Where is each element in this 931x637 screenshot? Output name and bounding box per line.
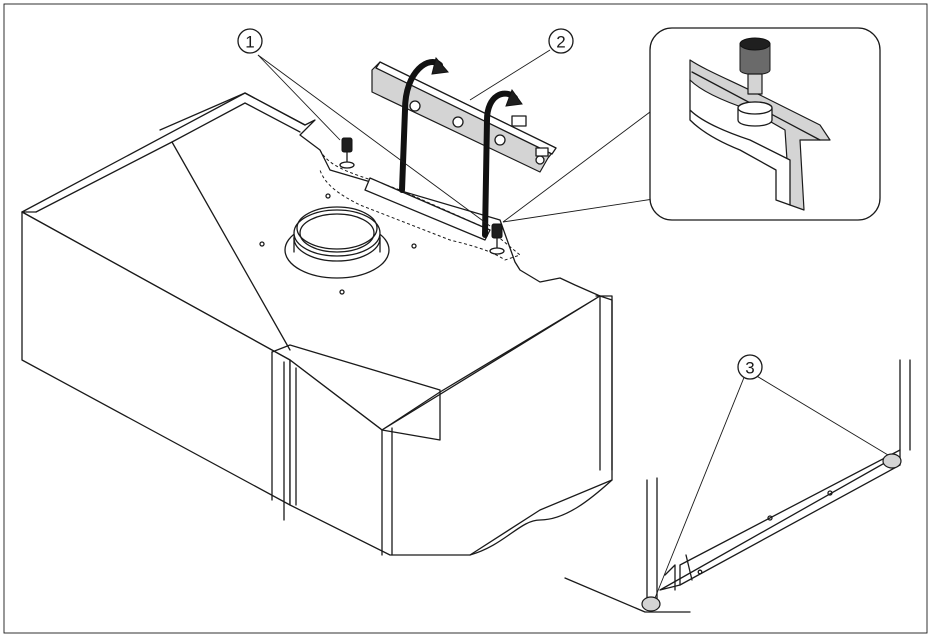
callout-3: 3 [737,354,763,380]
lift-arrow-left [399,59,443,193]
leader-1b [257,54,491,227]
diagram-border [3,3,928,634]
callout-3-label: 3 [745,359,754,378]
removed-bracket [371,61,557,173]
callout-2-label: 2 [556,33,565,52]
leader-3a [754,374,889,456]
flue-collar [259,193,417,295]
screw-right [489,223,505,255]
foot-left [641,596,661,612]
foot-right [882,453,902,469]
lift-arrow-right [482,90,518,238]
callout-1: 1 [237,28,263,54]
detail-inset [502,27,881,223]
bottom-detail [564,359,911,613]
callout-2: 2 [548,28,574,54]
lift-arrow-left-head [431,56,449,75]
leader-2 [469,49,551,101]
callout-1-label: 1 [245,33,254,52]
screw-left [339,137,355,169]
leader-3b [654,374,746,599]
lift-arrow-right-head [505,88,523,107]
leader-1a [257,54,341,141]
mounting-slot [364,177,491,241]
